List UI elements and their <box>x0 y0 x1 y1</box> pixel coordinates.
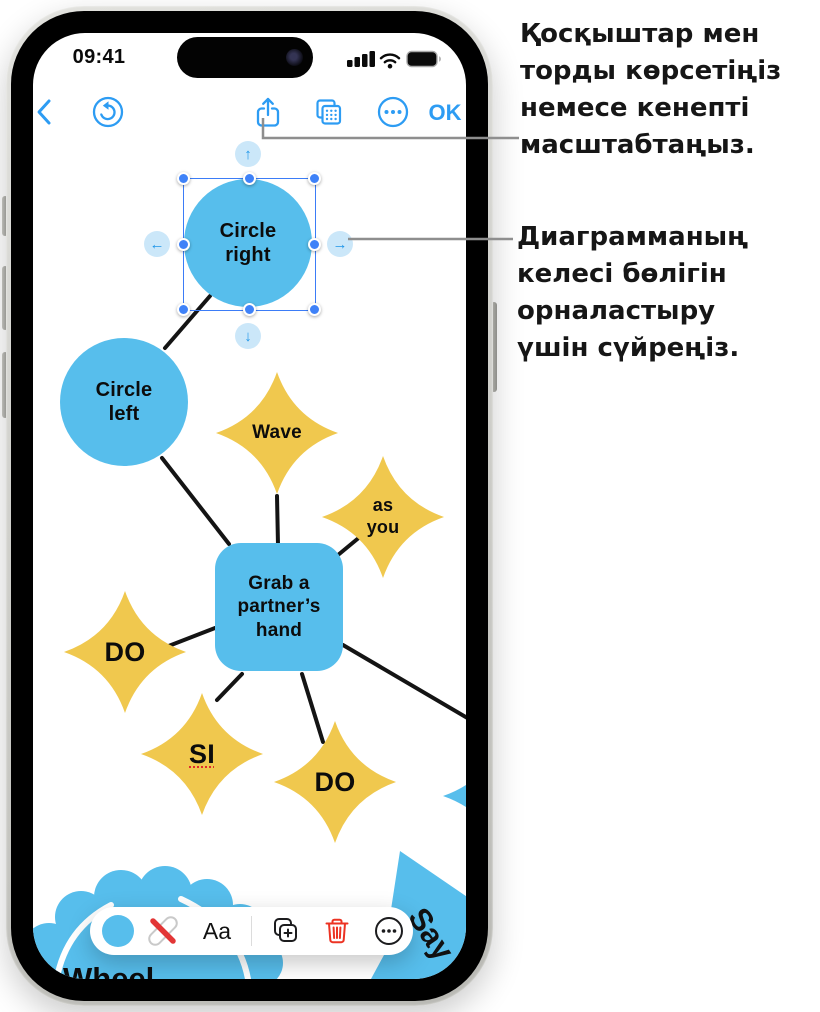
iphone-frame: Say Wheel Circle left Wave as you <box>6 6 493 1006</box>
selection-handle[interactable] <box>177 172 190 185</box>
selection-handle[interactable] <box>243 303 256 316</box>
toolbar-divider <box>251 916 252 946</box>
circle-right-label: Circle right <box>219 219 277 266</box>
line-style-icon <box>148 916 178 946</box>
do-bottom-star-shape[interactable]: DO <box>272 719 398 845</box>
callout-toolbar-tip: Қосқыштар мен торды көрсетіңіз немесе ке… <box>520 19 782 160</box>
mute-switch <box>2 196 8 236</box>
dynamic-island <box>177 37 313 78</box>
signal-icon <box>347 51 375 67</box>
power-button <box>491 302 497 392</box>
selection-handle[interactable] <box>308 303 321 316</box>
as-you-star-label: as you <box>366 495 400 537</box>
connector-arrow-up[interactable]: ↑ <box>235 141 261 167</box>
star-glyph <box>140 692 264 816</box>
delete-button[interactable] <box>319 907 355 955</box>
star-glyph <box>215 371 339 495</box>
do-bottom-star-label: DO <box>314 766 356 797</box>
circle-left-label: Circle left <box>95 378 153 425</box>
back-icon <box>37 99 51 125</box>
circle-right-shape[interactable]: Circle right <box>184 179 312 307</box>
blue-star-shape[interactable] <box>443 734 466 858</box>
star-glyph <box>273 720 397 844</box>
more-icon <box>377 96 409 128</box>
selection-handle[interactable] <box>243 172 256 185</box>
more-options-button[interactable] <box>371 907 407 955</box>
done-button[interactable]: OK <box>428 100 462 125</box>
volume-up-button <box>2 266 8 330</box>
star-glyph <box>321 455 445 579</box>
more-button[interactable] <box>375 94 411 130</box>
iphone-bezel: Say Wheel Circle left Wave as you <box>11 11 488 1001</box>
connector-arrow-right[interactable]: → <box>327 231 353 257</box>
status-time: 09:41 <box>72 46 126 68</box>
shape-edit-toolbar: Aa <box>90 907 413 955</box>
line-style-button[interactable] <box>143 907 183 955</box>
wave-star-label: Wave <box>252 422 302 444</box>
battery-icon <box>406 50 441 68</box>
wheel-shape-label: Wheel <box>63 961 155 979</box>
grid-button[interactable] <box>310 94 346 130</box>
fill-color-swatch <box>102 915 134 947</box>
circle-left-shape[interactable]: Circle left <box>60 338 188 466</box>
status-icons <box>347 50 441 69</box>
volume-down-button <box>2 352 8 418</box>
selection-handle[interactable] <box>177 238 190 251</box>
share-icon <box>256 97 280 127</box>
grab-hand-shape[interactable]: Grab a partner’s hand <box>215 543 343 671</box>
fill-color-button[interactable] <box>96 907 140 955</box>
more-icon <box>375 917 403 945</box>
wifi-dot <box>387 63 393 69</box>
selection-handle[interactable] <box>177 303 190 316</box>
trash-icon <box>325 918 349 944</box>
selection-handle[interactable] <box>308 238 321 251</box>
share-button[interactable] <box>250 94 286 130</box>
text-style-button[interactable]: Aa <box>202 917 232 944</box>
duplicate-icon <box>274 918 297 942</box>
front-camera <box>286 49 303 66</box>
connector-arrow-down[interactable]: ↓ <box>235 323 261 349</box>
wave-star-shape[interactable]: Wave <box>214 370 340 496</box>
undo-icon <box>92 96 124 128</box>
do-left-star-shape[interactable]: DO <box>62 589 188 715</box>
freeform-app-screen: Say Wheel Circle left Wave as you <box>33 33 466 979</box>
grid-dots <box>325 109 337 121</box>
undo-button[interactable] <box>90 94 126 130</box>
back-button[interactable] <box>33 97 55 127</box>
connector-arrow-left[interactable]: ← <box>144 231 170 257</box>
grab-hand-label: Grab a partner’s hand <box>237 573 321 641</box>
do-left-star-label: DO <box>104 636 146 667</box>
grid-icon <box>316 99 342 125</box>
si-star-shape[interactable]: SI <box>139 691 265 817</box>
callout-drag-tip: Диаграмманың келесі бөлігін орналастыру … <box>517 222 749 363</box>
selection-handle[interactable] <box>308 172 321 185</box>
connector-lines <box>160 294 466 744</box>
star-glyph <box>63 590 187 714</box>
duplicate-button[interactable] <box>267 907 303 955</box>
si-star-label: SI <box>189 738 215 769</box>
wifi-icon <box>379 53 401 64</box>
selection-bounding-box <box>177 172 321 316</box>
as-you-star-shape[interactable]: as you <box>320 454 446 580</box>
